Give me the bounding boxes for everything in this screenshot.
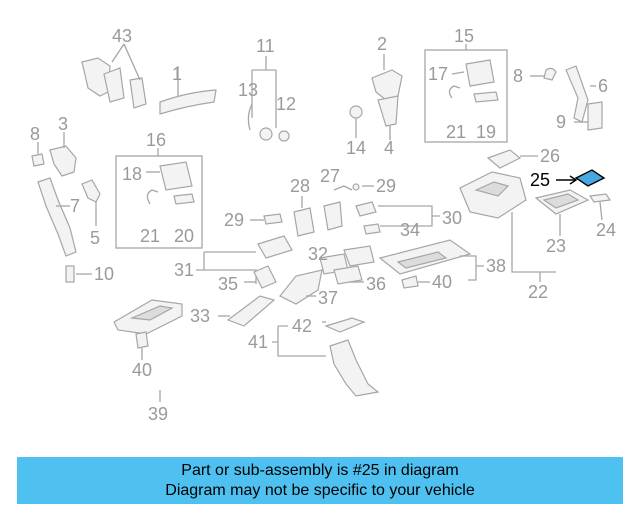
- label-41: 41: [248, 332, 268, 352]
- label-40b: 40: [132, 360, 152, 380]
- label-21b: 21: [140, 226, 160, 246]
- label-34: 34: [400, 220, 420, 240]
- part-group-11: 11 13 12: [238, 36, 296, 142]
- part-group-33: 33: [190, 295, 276, 327]
- label-42: 42: [292, 316, 312, 336]
- part-group-26: 26: [486, 146, 560, 169]
- label-15: 15: [454, 26, 474, 46]
- label-1: 1: [172, 64, 182, 84]
- part-group-43: 43: [81, 26, 147, 109]
- part-group-23: 23: [534, 189, 590, 256]
- label-23: 23: [546, 236, 566, 256]
- label-2: 2: [377, 34, 387, 54]
- label-8a: 8: [513, 66, 523, 86]
- part-group-15: 15 17 21 19: [424, 26, 508, 143]
- label-21a: 21: [446, 122, 466, 142]
- part-group-37: 37: [279, 269, 338, 308]
- label-27: 27: [320, 166, 340, 186]
- label-30: 30: [442, 208, 462, 228]
- label-40a: 40: [432, 272, 452, 292]
- part-group-35: 35: [218, 265, 277, 294]
- label-4: 4: [384, 138, 394, 158]
- label-31: 31: [174, 260, 194, 280]
- label-24: 24: [596, 220, 616, 240]
- banner-line-2: Diagram may not be specific to your vehi…: [165, 482, 475, 499]
- label-12: 12: [276, 94, 296, 114]
- part-group-16: 16 18 21 20: [115, 130, 203, 249]
- label-14: 14: [346, 138, 366, 158]
- part-group-38: 40 38: [378, 239, 506, 292]
- part-group-10: 10: [65, 264, 114, 284]
- label-18: 18: [122, 164, 142, 184]
- label-16: 16: [146, 130, 166, 150]
- part-group-30: 30 34: [355, 201, 462, 240]
- label-10: 10: [94, 264, 114, 284]
- part-group-31: 31: [174, 235, 293, 284]
- label-25: 25: [530, 170, 550, 190]
- label-28: 28: [290, 176, 310, 196]
- label-22: 22: [528, 282, 548, 302]
- part-group-27: 27 29: [320, 166, 396, 196]
- parts-diagram: 43 1 11 13 12 2 14 4 15 17 21 19: [30, 26, 616, 424]
- label-11: 11: [256, 36, 275, 56]
- part-group-7: 8 3 7 5: [30, 114, 101, 257]
- label-26: 26: [540, 146, 560, 166]
- label-3: 3: [58, 114, 68, 134]
- part-group-25: 25: [530, 169, 606, 190]
- part-group-39: 40 39: [113, 299, 183, 424]
- part-group-2: 2 14 4: [346, 34, 403, 158]
- part-group-32: 32: [308, 244, 375, 275]
- label-20: 20: [174, 226, 194, 246]
- part-group-28: 28 29: [224, 176, 343, 237]
- label-32: 32: [308, 244, 328, 264]
- label-39: 39: [148, 404, 168, 424]
- part-group-1: 1: [159, 64, 217, 115]
- part-group-24: 24: [588, 193, 616, 240]
- label-6: 6: [598, 76, 608, 96]
- label-29a: 29: [376, 176, 396, 196]
- part-group-6: 8 6 9: [513, 65, 608, 132]
- part-group-41: 42 41: [248, 316, 380, 397]
- label-36: 36: [366, 274, 386, 294]
- label-7: 7: [70, 196, 80, 216]
- label-8b: 8: [30, 124, 40, 144]
- label-37: 37: [318, 288, 338, 308]
- label-9: 9: [556, 112, 566, 132]
- highlighted-part-25: [574, 169, 606, 187]
- info-banner: Part or sub-assembly is #25 in diagram D…: [17, 457, 623, 504]
- label-43: 43: [112, 26, 132, 46]
- label-33: 33: [190, 306, 210, 326]
- label-17: 17: [428, 64, 448, 84]
- banner-line-1: Part or sub-assembly is #25 in diagram: [181, 462, 459, 479]
- label-5: 5: [90, 228, 100, 248]
- part-group-22: 22: [459, 171, 556, 302]
- label-38: 38: [486, 256, 506, 276]
- label-29b: 29: [224, 210, 244, 230]
- label-35: 35: [218, 274, 238, 294]
- label-19: 19: [476, 122, 496, 142]
- label-13: 13: [238, 80, 258, 100]
- part-group-36: 36: [333, 265, 386, 294]
